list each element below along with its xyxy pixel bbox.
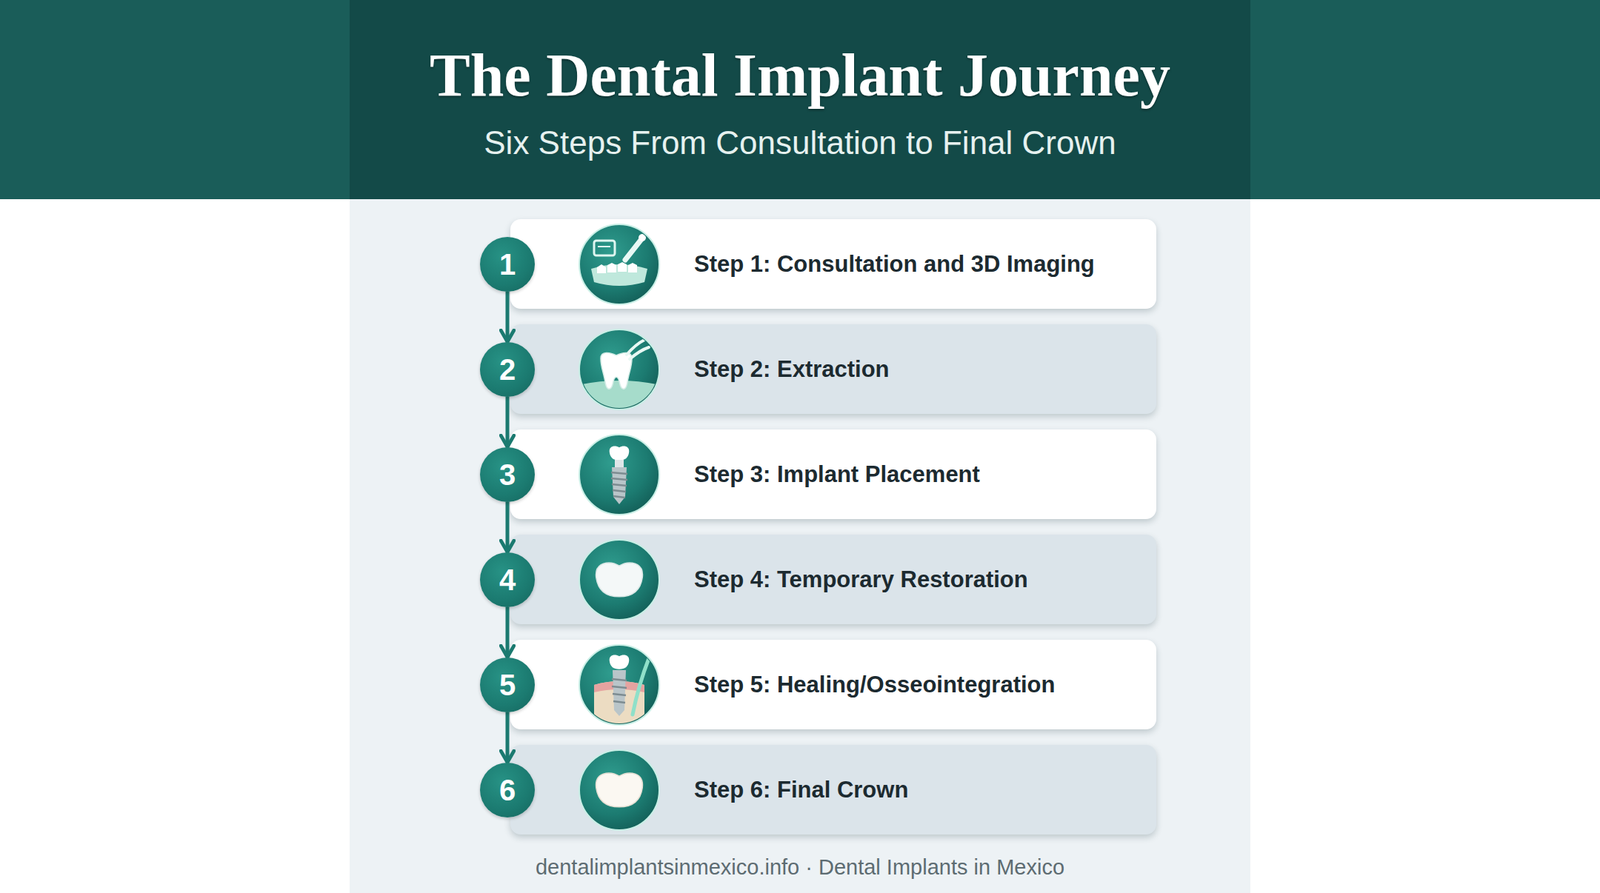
footer-source: dentalimplantsinmexico.info · Dental Imp… (349, 851, 1251, 883)
step-label: Step 2: Extraction (694, 355, 890, 383)
step-card: Step 3: Implant Placement (510, 429, 1157, 520)
flow-arrow (505, 502, 510, 553)
step-number-circle: 1 (480, 237, 535, 292)
content-panel (349, 199, 1251, 893)
step-number: 6 (499, 775, 516, 806)
step-number-circle: 4 (480, 552, 535, 608)
step-label: Step 6: Final Crown (694, 776, 909, 804)
step-number: 3 (499, 460, 516, 490)
step-card: Step 4: Temporary Restoration (510, 534, 1157, 625)
step-label: Step 1: Consultation and 3D Imaging (694, 250, 1095, 278)
step-number: 1 (499, 249, 516, 280)
step-card: Step 2: Extraction (510, 324, 1157, 415)
flow-arrow (505, 607, 510, 658)
header-panel (349, 0, 1251, 200)
flow-arrow (505, 397, 510, 448)
step-number-circle: 5 (480, 657, 535, 713)
step-card: Step 6: Final Crown (510, 745, 1157, 835)
step-number: 5 (499, 670, 516, 700)
step-card: Step 1: Consultation and 3D Imaging (510, 219, 1157, 309)
step-number: 4 (499, 565, 516, 595)
flow-arrow (505, 712, 510, 763)
step-number-circle: 6 (480, 762, 535, 818)
title: The Dental Implant Journey (349, 38, 1251, 113)
step-label: Step 3: Implant Placement (694, 460, 980, 489)
step-number: 2 (499, 354, 516, 385)
header-band (0, 0, 1600, 200)
step-card: Step 5: Healing/Osseointegration (510, 640, 1157, 730)
step-number-circle: 2 (480, 342, 535, 398)
step-label: Step 5: Healing/Osseointegration (694, 671, 1055, 699)
flow-arrow (505, 291, 510, 343)
step-label: Step 4: Temporary Restoration (694, 565, 1029, 594)
subtitle: Six Steps From Consultation to Final Cro… (349, 121, 1251, 165)
step-number-circle: 3 (480, 447, 535, 503)
